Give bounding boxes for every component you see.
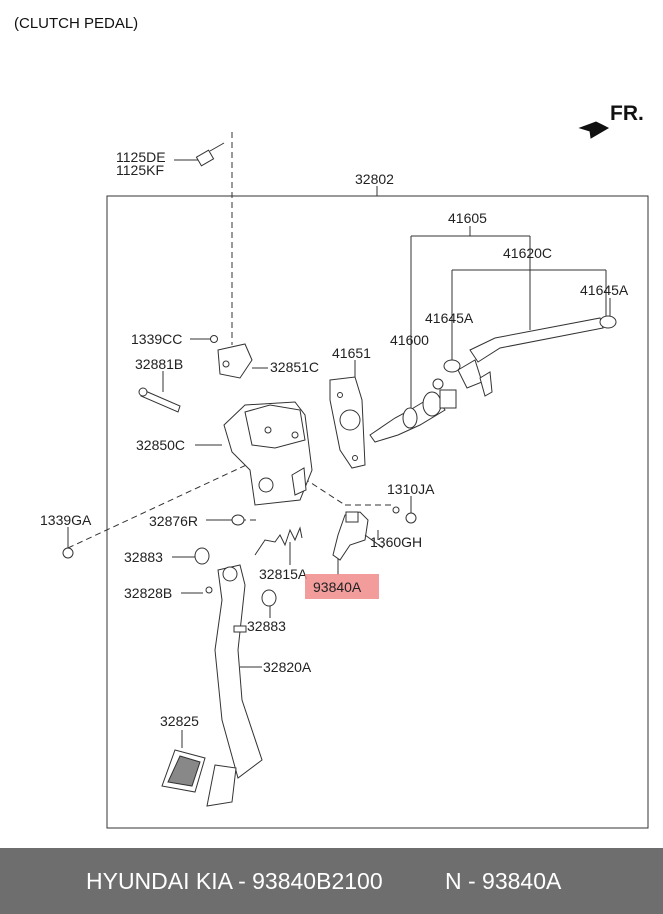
pedal-arm-32820a <box>214 564 263 779</box>
nut-1310ja <box>392 506 417 524</box>
spring-32815a <box>254 526 303 556</box>
label-32850c: 32850C <box>136 437 186 453</box>
direction-label: FR. <box>610 102 644 125</box>
label-41645a-left: 41645A <box>425 310 474 326</box>
diagram-drawing <box>62 121 649 829</box>
label-32883-bottom: 32883 <box>247 618 286 634</box>
bolt-1125de <box>195 142 225 167</box>
diagram-caption: (CLUTCH PEDAL) <box>14 15 139 32</box>
label-1339cc: 1339CC <box>131 331 183 347</box>
label-1360gh: 1360GH <box>370 534 423 550</box>
label-41600: 41600 <box>390 332 429 348</box>
label-32881b: 32881B <box>135 356 184 372</box>
highlight-box <box>305 574 379 599</box>
assembly-frame <box>106 195 649 829</box>
gasket-41651 <box>329 376 366 469</box>
clutch-switch-93840a <box>332 511 384 561</box>
label-32815a: 32815A <box>259 566 308 582</box>
parts-diagram: (CLUTCH PEDAL) FR. 1125DE 1125KF 32802 4… <box>14 15 649 829</box>
label-32883-top: 32883 <box>124 549 163 565</box>
bracket-32850c <box>223 401 313 506</box>
label-32876r: 32876R <box>149 513 199 529</box>
label-1310ja: 1310JA <box>387 481 435 497</box>
label-32825: 32825 <box>160 713 199 729</box>
pedal-pad-32825 <box>161 749 237 807</box>
footer-diagram-number: N - 93840A <box>445 868 562 894</box>
label-1125de: 1125DE <box>116 149 166 165</box>
label-1339ga: 1339GA <box>40 512 92 528</box>
label-32851c: 32851C <box>270 359 320 375</box>
hose-41620c <box>457 317 604 397</box>
label-93840a-highlighted: 93840A <box>313 579 362 595</box>
footer-brand-part: HYUNDAI KIA - 93840B2100 <box>86 868 383 894</box>
part-number-footer: HYUNDAI KIA - 93840B2100 N - 93840A <box>0 848 663 914</box>
stopper-32876r <box>231 514 245 526</box>
bracket-32851c <box>210 335 253 379</box>
bushing-32883 <box>194 547 277 607</box>
label-32820a: 32820A <box>263 659 312 675</box>
label-41651: 41651 <box>332 345 371 361</box>
label-32828b: 32828B <box>124 585 173 601</box>
pin-32881b <box>138 387 181 413</box>
label-41645a-right: 41645A <box>580 282 629 298</box>
label-41620c: 41620C <box>503 245 553 261</box>
label-41605: 41605 <box>448 210 487 226</box>
clamp-41645a <box>443 315 617 373</box>
master-cylinder-41600 <box>369 378 457 443</box>
label-32802: 32802 <box>355 171 394 187</box>
front-arrow-icon <box>578 121 610 139</box>
nut-1339ga <box>62 547 74 559</box>
label-1125kf: 1125KF <box>116 162 164 178</box>
